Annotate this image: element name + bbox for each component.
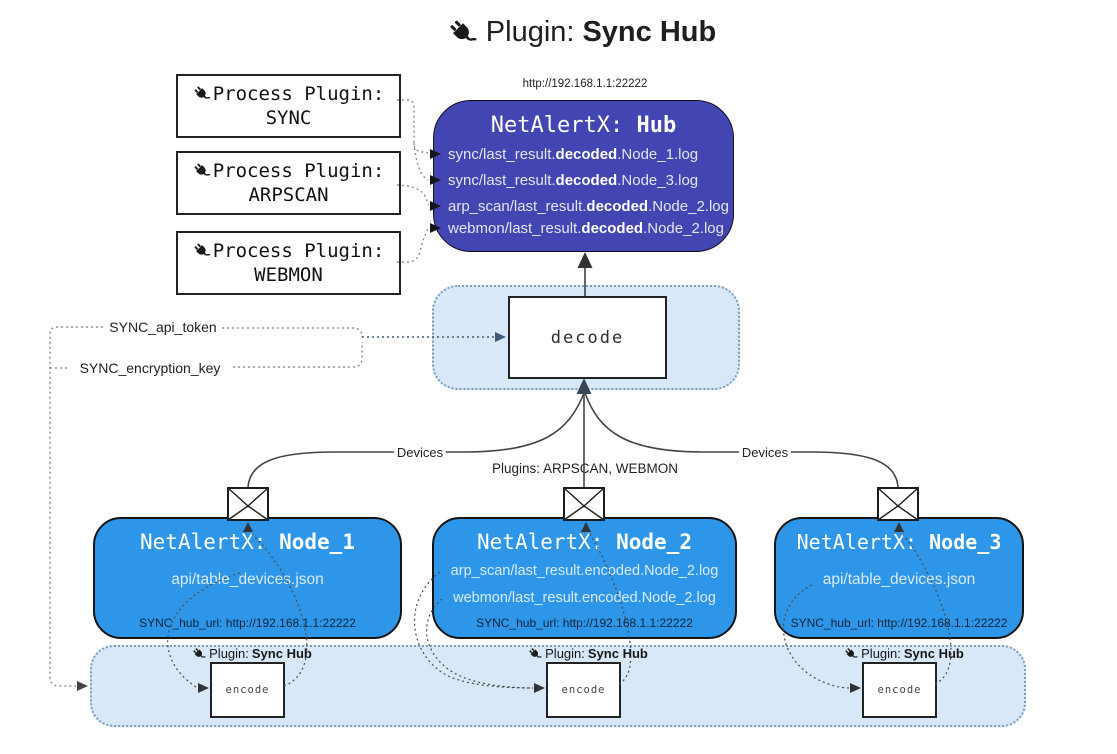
plug-icon	[193, 242, 211, 260]
hub-url-label: http://192.168.1.1:22222	[522, 78, 648, 90]
title-name: Sync Hub	[582, 16, 717, 48]
process-plugin-arpscan: Process Plugin: ARPSCAN	[176, 151, 401, 215]
plug-icon	[448, 18, 478, 48]
hub-node: NetAlertX: Hub sync/last_result.decoded.…	[433, 100, 734, 252]
plug-icon	[193, 162, 211, 180]
plug-icon	[844, 647, 858, 661]
envelope-icon	[227, 487, 269, 521]
node-file: api/table_devices.json	[822, 571, 976, 588]
hub-log-line: webmon/last_result.decoded.Node_2.log	[448, 220, 724, 237]
node-title: NetAlertX: Node_1	[140, 530, 355, 554]
node-2: NetAlertX: Node_2 arp_scan/last_result.e…	[432, 517, 737, 639]
process-plugin-label-row: Process Plugin:	[193, 160, 385, 182]
hub-log-line: arp_scan/last_result.decoded.Node_2.log	[448, 198, 729, 215]
encode-plugin-label: Plugin: Sync Hub	[844, 646, 964, 661]
process-plugin-name: SYNC	[265, 107, 312, 129]
title-prefix: Plugin:	[485, 16, 575, 48]
hub-in-arrowhead	[577, 252, 593, 268]
edge-label-devices-right: Devices	[738, 445, 792, 460]
process-plugin-webmon: Process Plugin: WEBMON	[176, 231, 401, 295]
node-title: NetAlertX: Node_2	[477, 530, 692, 554]
edges-process-to-hub	[396, 99, 430, 263]
decode-box: decode	[508, 296, 667, 379]
encode-box-2: encode	[546, 662, 621, 718]
process-plugin-sync: Process Plugin: SYNC	[176, 74, 401, 138]
hub-title-prefix: NetAlertX:	[490, 113, 624, 138]
process-plugin-name: WEBMON	[254, 264, 323, 286]
encode-plugin-label: Plugin: Sync Hub	[528, 646, 648, 661]
node-hub-url: SYNC_hub_url: http://192.168.1.1:22222	[790, 616, 1008, 630]
node-title: NetAlertX: Node_3	[796, 530, 1002, 554]
node-file: api/table_devices.json	[171, 571, 324, 588]
node-hub-url: SYNC_hub_url: http://192.168.1.1:22222	[139, 616, 356, 630]
encode-plugin-label: Plugin: Sync Hub	[192, 646, 312, 661]
edge-label-plugins: Plugins: ARPSCAN, WEBMON	[491, 461, 679, 476]
process-plugin-label-row: Process Plugin:	[193, 240, 385, 262]
setting-sync-encryption-key: SYNC_encryption_key	[76, 360, 224, 376]
node-hub-url: SYNC_hub_url: http://192.168.1.1:22222	[476, 616, 693, 630]
node-file: arp_scan/last_result.encoded.Node_2.log	[450, 563, 719, 579]
diagram-title: Plugin: Sync Hub	[448, 16, 716, 49]
hub-log-line: sync/last_result.decoded.Node_3.log	[448, 172, 699, 189]
hub-title-name: Hub	[636, 113, 677, 138]
envelope-icon	[877, 487, 919, 521]
setting-sync-api-token: SYNC_api_token	[106, 319, 220, 335]
hub-title: NetAlertX: Hub	[434, 113, 733, 138]
envelope-icon	[563, 487, 605, 521]
node-3: NetAlertX: Node_3 api/table_devices.json…	[774, 517, 1024, 639]
plug-icon	[528, 647, 542, 661]
process-plugin-label-row: Process Plugin:	[193, 83, 385, 105]
encode-box-1: encode	[210, 662, 285, 718]
encode-box-3: encode	[862, 662, 937, 718]
edge-label-devices-left: Devices	[393, 445, 447, 460]
node-1: NetAlertX: Node_1 api/table_devices.json…	[93, 517, 402, 639]
hub-log-line: sync/last_result.decoded.Node_1.log	[448, 146, 699, 163]
process-plugin-name: ARPSCAN	[248, 184, 329, 206]
plug-icon	[193, 85, 211, 103]
band-in-arrowhead	[77, 681, 88, 691]
envelope-icons	[227, 487, 919, 521]
process-plugin-label: Process Plugin:	[212, 240, 385, 262]
plug-icon	[192, 647, 206, 661]
process-plugin-label: Process Plugin:	[212, 160, 385, 182]
node-file: webmon/last_result.encoded.Node_2.log	[453, 590, 716, 606]
process-plugin-label: Process Plugin:	[212, 83, 385, 105]
